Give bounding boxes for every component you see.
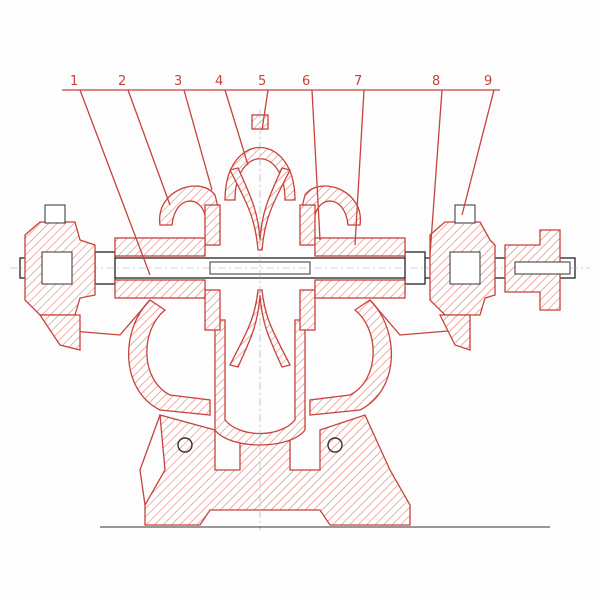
bearing-right (429, 204, 496, 351)
callout-6: 6 (302, 74, 310, 89)
callout-9: 9 (484, 74, 492, 89)
bearing-left (24, 204, 96, 351)
callout-5: 5 (258, 74, 266, 89)
pump-base (139, 414, 411, 526)
callout-3: 3 (174, 74, 182, 89)
callouts: 1 2 3 4 5 6 7 8 9 (62, 74, 500, 276)
callout-1: 1 (70, 74, 78, 89)
callout-2: 2 (118, 74, 126, 89)
coupling (504, 229, 571, 311)
pump-casing (59, 114, 461, 446)
shaft-seals (114, 237, 406, 299)
callout-8: 8 (432, 74, 440, 89)
impeller (204, 167, 316, 368)
callout-4: 4 (215, 74, 223, 89)
callout-7: 7 (354, 74, 362, 89)
